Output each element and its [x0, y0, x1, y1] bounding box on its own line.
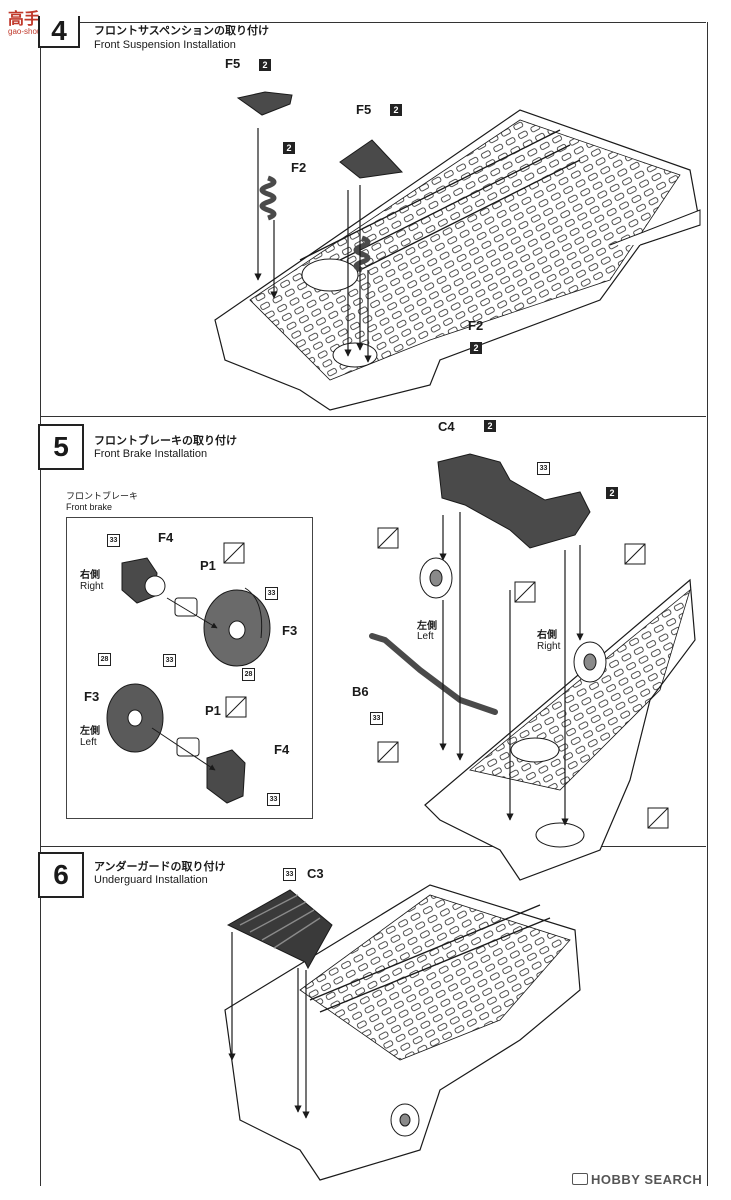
f5-wishbone-right: [339, 139, 404, 179]
b6-stabilizer: [369, 633, 498, 715]
part-f2-label-b: F2: [468, 318, 484, 333]
color-code-2: 2: [606, 487, 618, 499]
part-c4-label: C4: [438, 419, 455, 434]
color-code-33: 33: [537, 462, 550, 475]
part-f5-label-b: F5: [356, 102, 372, 117]
divider-5: [40, 416, 706, 417]
inset-right-jp: 右側: [80, 570, 100, 581]
step-5-arrows: [439, 512, 584, 826]
c3-underguard: [226, 889, 333, 970]
part-f3-label-a: F3: [282, 623, 298, 638]
f2-spring-right: [353, 235, 371, 273]
brake-assembly-right: [573, 641, 607, 683]
inset-illustration: [106, 557, 271, 804]
left-side-en: Left: [417, 631, 434, 642]
part-p1-label-b: P1: [205, 703, 221, 718]
part-f4-label-a: F4: [158, 530, 174, 545]
color-code-2: 2: [259, 59, 271, 71]
logo-text: 高手: [8, 9, 40, 28]
c4-crossmember: [437, 453, 591, 549]
part-c3-label: C3: [307, 866, 324, 881]
inset-title-jp: フロントブレーキ: [66, 491, 139, 501]
right-side-jp: 右側: [537, 630, 557, 641]
color-code-33: 33: [267, 793, 280, 806]
step-4-title-en: Front Suspension Installation: [94, 39, 236, 51]
step-4-number: 4: [38, 15, 80, 48]
step-4-chassis: [214, 109, 701, 411]
color-code-2: 2: [470, 342, 482, 354]
step-6-title-en: Underguard Installation: [94, 874, 208, 886]
inset-right-en: Right: [80, 581, 104, 592]
page-frame: [40, 22, 708, 1186]
color-code-2: 2: [390, 104, 402, 116]
front-brake-inset: [66, 517, 313, 819]
step-5-number: 5: [38, 424, 84, 470]
logo-sub: gao-shou.com: [8, 27, 59, 36]
color-code-2: 2: [484, 420, 496, 432]
part-f4-label-b: F4: [274, 742, 290, 757]
step-6-arrows: [228, 932, 310, 1119]
color-code-33: 33: [370, 712, 383, 725]
gaoshou-logo: 高手 gao-shou.com: [6, 6, 70, 36]
step-5-title-en: Front Brake Installation: [94, 448, 208, 460]
inset-left-en: Left: [80, 737, 97, 748]
color-code-33: 33: [283, 868, 296, 881]
hobby-search-icon: [572, 1173, 588, 1185]
top-rule: [40, 22, 706, 23]
step-5-chassis: [424, 578, 696, 881]
part-f5-label-a: F5: [225, 56, 241, 71]
color-code-28: 28: [98, 653, 111, 666]
step-6-number: 6: [38, 852, 84, 898]
color-code-33: 33: [265, 587, 278, 600]
step-6-title-jp: アンダーガードの取り付け: [94, 861, 226, 873]
right-side-en: Right: [537, 641, 561, 652]
hobby-search-watermark: HOBBY SEARCH: [572, 1172, 702, 1187]
color-code-2: 2: [283, 142, 295, 154]
step-5-title-jp: フロントブレーキの取り付け: [94, 435, 237, 447]
color-code-33: 33: [163, 654, 176, 667]
inset-left-jp: 左側: [80, 726, 100, 737]
part-f2-label-a: F2: [291, 160, 307, 175]
watermark-text: HOBBY SEARCH: [591, 1172, 703, 1187]
f5-wishbone-left: [236, 91, 293, 116]
step-6-chassis: [224, 884, 581, 1181]
divider-6: [40, 846, 706, 847]
part-p1-label-a: P1: [200, 558, 216, 573]
left-side-jp: 左側: [417, 621, 437, 632]
color-code-28: 28: [242, 668, 255, 681]
color-code-33: 33: [107, 534, 120, 547]
f2-spring-left: [259, 175, 277, 221]
part-f3-label-b: F3: [84, 689, 100, 704]
inset-title-en: Front brake: [66, 502, 113, 512]
part-b6-label: B6: [352, 684, 369, 699]
step-4-title-jp: フロントサスペンションの取り付け: [94, 25, 270, 37]
step-4-arrows: [254, 128, 372, 363]
brake-assembly-left: [419, 557, 453, 599]
no-glue-icon: [223, 527, 669, 829]
